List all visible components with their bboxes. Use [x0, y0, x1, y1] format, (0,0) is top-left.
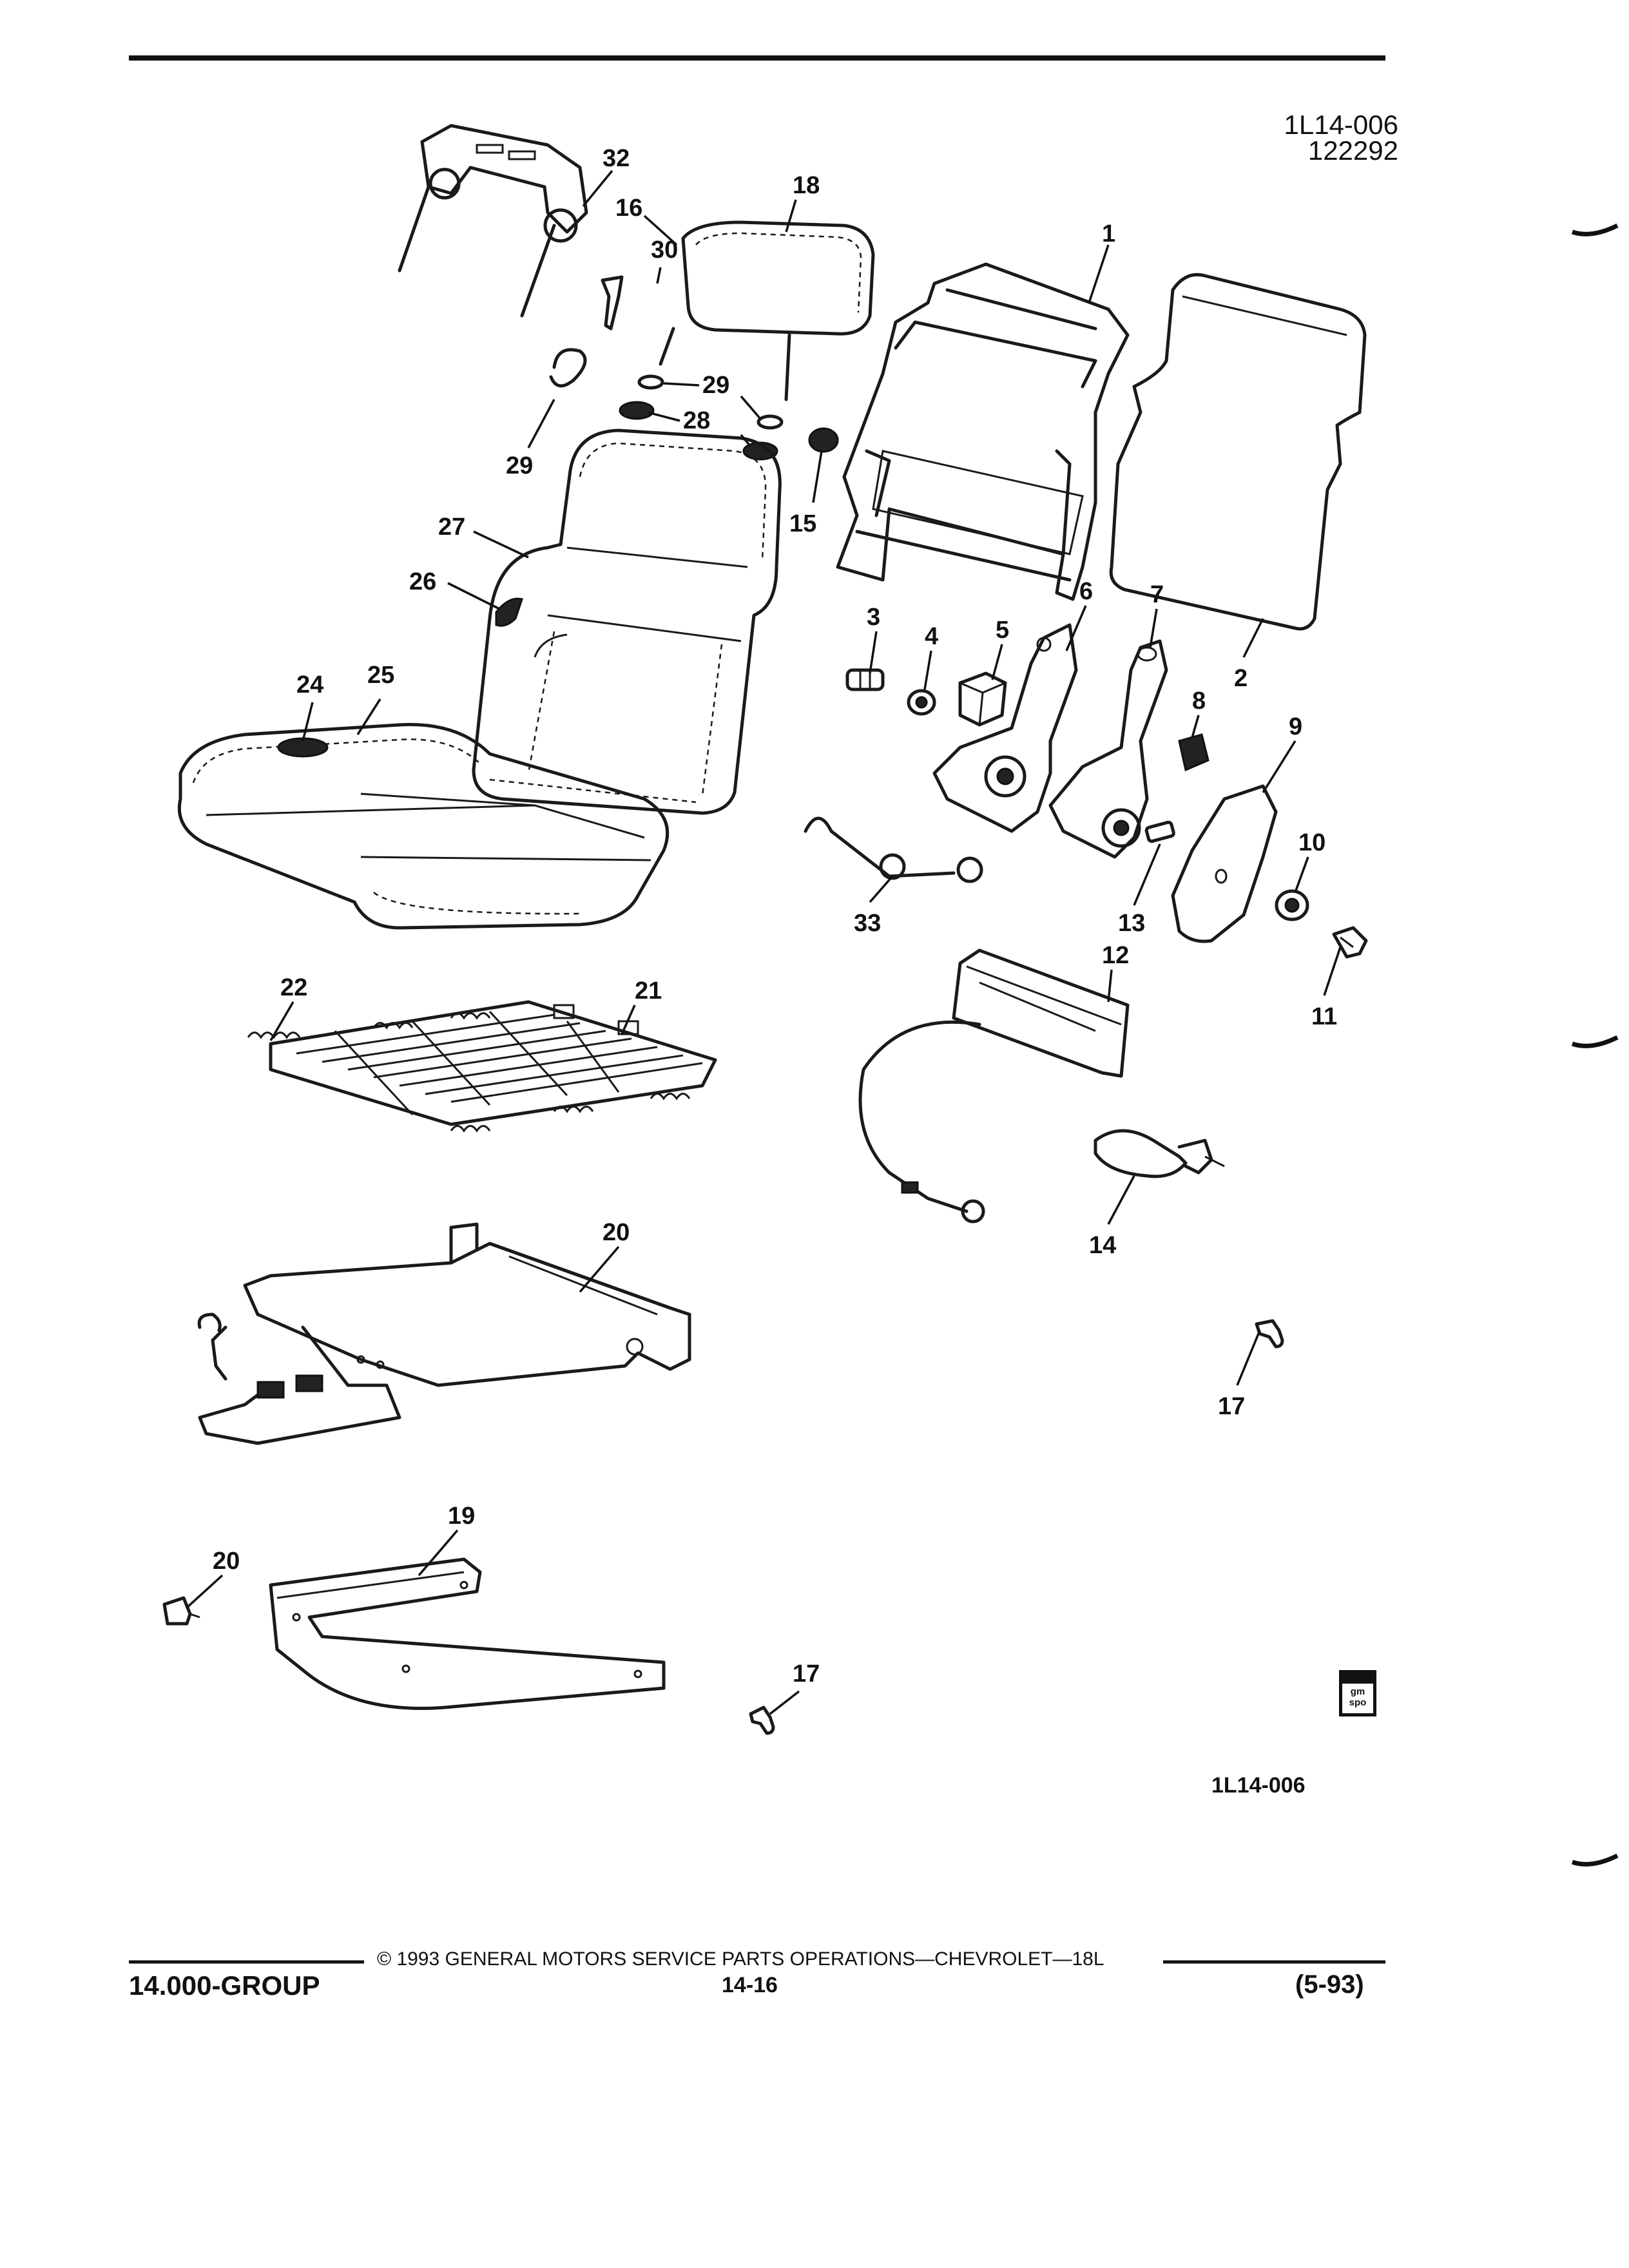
- seat-back-frame-1: [836, 262, 1130, 601]
- screw-20: [162, 1596, 200, 1626]
- guide-15: [808, 427, 839, 453]
- bottom-illustration-ref: 1L14-006: [1211, 1773, 1306, 1798]
- clip-30: [549, 348, 587, 388]
- callout-22: 21: [635, 977, 662, 1004]
- knob-base-10: [1275, 889, 1309, 921]
- bolt-13: [1144, 820, 1175, 843]
- callout-10: 10: [1298, 829, 1325, 856]
- lumbar-bladder-12: [858, 948, 1130, 1224]
- bushings-28: [619, 401, 778, 461]
- callout-18: 18: [793, 172, 820, 199]
- callout-1: 1: [1102, 220, 1115, 247]
- recliner-7: [1048, 639, 1168, 859]
- margin-mark-1: [1571, 223, 1619, 236]
- callout-30: 29: [506, 452, 533, 479]
- callout-7: 7: [1150, 581, 1164, 608]
- callout-8: 8: [1192, 687, 1206, 715]
- callout-11: 11: [1311, 1003, 1337, 1030]
- back-panel-2: [1109, 273, 1367, 631]
- pin-31: [601, 275, 624, 331]
- screw-17b: [749, 1706, 775, 1735]
- footer-revision: (5-93): [1295, 1970, 1364, 1999]
- footer-group: 14.000-GROUP: [129, 1970, 320, 2001]
- grommets-29: [637, 374, 784, 430]
- spring-33: [804, 816, 983, 883]
- callout-5: 5: [996, 617, 1009, 644]
- footer-copyright: © 1993 GENERAL MOTORS SERVICE PARTS OPER…: [377, 1948, 1104, 1970]
- callout-17a: 17: [1218, 1393, 1245, 1420]
- callout-9: 9: [1289, 713, 1302, 740]
- callout-15: 15: [789, 510, 816, 537]
- callout-23: 22: [280, 974, 307, 1001]
- callout-6: 6: [1079, 578, 1093, 605]
- logo-text: gm spo: [1349, 1686, 1367, 1708]
- side-shield-9: [1171, 784, 1278, 943]
- callout-28: 28: [683, 407, 710, 434]
- seat-back-cushion-27: [472, 428, 782, 815]
- callout-12: 12: [1102, 942, 1129, 969]
- pump-14: [1094, 1129, 1225, 1178]
- callout-16: 16: [615, 195, 642, 222]
- headrest-frame-32: [398, 124, 588, 318]
- callout-13: 13: [1118, 910, 1145, 937]
- bracket-5: [958, 671, 1007, 727]
- callout-33: 33: [854, 910, 881, 937]
- seat-pan-22: [269, 1000, 717, 1126]
- margin-mark-2: [1571, 1035, 1619, 1048]
- trim-26: [495, 597, 523, 627]
- callout-4: 4: [925, 623, 938, 650]
- headrest-18: [659, 220, 875, 401]
- callout-32: 32: [602, 145, 630, 172]
- callout-27: 27: [438, 514, 465, 541]
- callout-20: 20: [213, 1548, 240, 1575]
- callout-24: 24: [296, 671, 323, 698]
- bolt-3: [845, 668, 885, 691]
- illustration-id: 1L14-006: [1284, 110, 1399, 140]
- margin-mark-3: [1571, 1853, 1619, 1867]
- callout-19: 19: [448, 1503, 475, 1530]
- callout-2: 2: [1234, 665, 1248, 692]
- callout-3: 3: [867, 604, 880, 631]
- spacer-4: [907, 689, 936, 716]
- callout-25: 25: [367, 662, 394, 689]
- leader-lines: [186, 169, 1342, 1715]
- footer-page-number: 14-16: [722, 1973, 778, 1997]
- callout-31: 30: [651, 236, 678, 264]
- seat-adjuster-21: [197, 1222, 691, 1445]
- date-code: 122292: [1307, 135, 1398, 166]
- side-rail-19: [269, 1557, 666, 1710]
- callout-29: 29: [702, 372, 729, 399]
- callout-14: 14: [1089, 1232, 1116, 1259]
- knob-11: [1332, 926, 1368, 959]
- screw-17a: [1255, 1319, 1284, 1349]
- trim-clip-24: [277, 737, 329, 758]
- callout-21: 20: [602, 1219, 630, 1246]
- callout-26: 26: [409, 568, 436, 595]
- callout-labels: 32 18 16 30 29 28 15 29 27 26 24 25 1 2 …: [213, 145, 1337, 1687]
- clip-8: [1178, 733, 1210, 772]
- gm-spo-logo: gm spo: [1339, 1670, 1376, 1716]
- callout-17b: 17: [793, 1660, 820, 1687]
- recliner-6: [932, 623, 1078, 833]
- seat-cushion-25: [177, 723, 670, 930]
